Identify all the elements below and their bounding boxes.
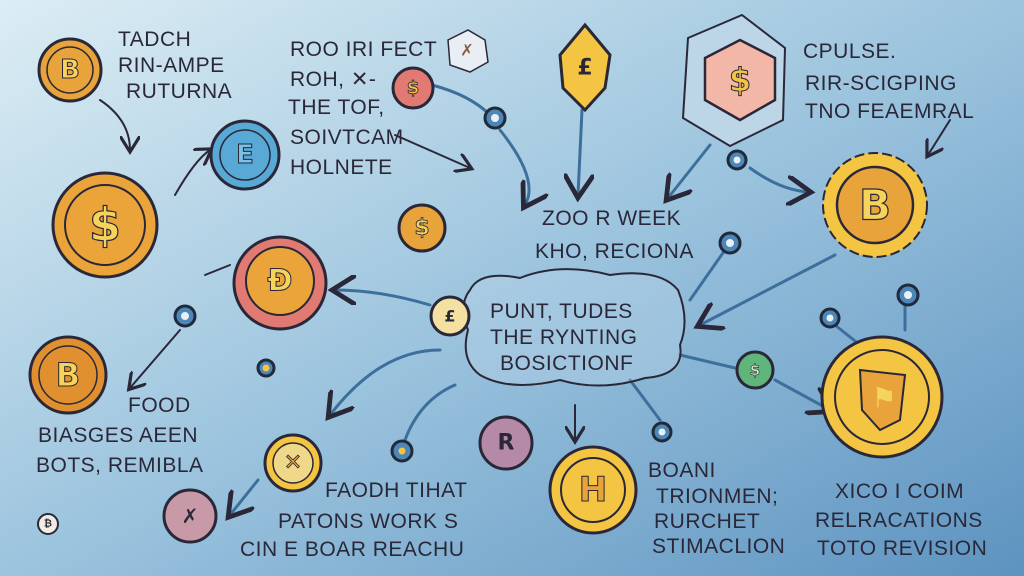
coin-dollar-small: $ [397, 203, 447, 253]
svg-text:SOIVTCAM: SOIVTCAM [290, 126, 404, 149]
small-nodes [173, 106, 920, 463]
svg-text:B: B [60, 55, 80, 85]
svg-text:⚑: ⚑ [871, 382, 896, 415]
svg-text:ZOO R WEEK: ZOO R WEEK [542, 207, 681, 230]
svg-text:BOTS, REMIBLA: BOTS, REMIBLA [36, 454, 204, 477]
svg-text:✕: ✕ [284, 451, 302, 476]
label-cloud: PUNT, TUDES THE RYNTING BOSICTIONF [490, 300, 637, 375]
coin-pink-bottom: ✗ [162, 488, 218, 544]
coin-gold-bottom: H [548, 445, 638, 535]
coin-red-large: Ð [232, 235, 328, 331]
coin-green: $ [735, 350, 775, 390]
svg-text:TNO FEAEMRAL: TNO FEAEMRAL [805, 100, 974, 123]
svg-text:$: $ [729, 61, 751, 99]
label-center: ZOO R WEEK KHO, RECIONA [535, 207, 694, 263]
coin-yellow-large: ⚑ [820, 335, 944, 459]
coin-purple: R [478, 415, 534, 471]
svg-text:FAODH TIHAT: FAODH TIHAT [325, 479, 467, 502]
svg-text:HOLNETE: HOLNETE [290, 156, 393, 179]
svg-text:$: $ [750, 361, 760, 379]
svg-text:ROO IRI FECT: ROO IRI FECT [290, 38, 437, 61]
sticker-icon: ✗ [447, 29, 489, 73]
coin-hex-gold: £ [558, 22, 612, 113]
coin-bitcoin-top-left: B [37, 37, 103, 103]
svg-text:FOOD: FOOD [128, 394, 191, 417]
svg-text:₿: ₿ [44, 518, 52, 530]
svg-text:TADCH: TADCH [118, 28, 191, 51]
label-top-center: ROO IRI FECT ROH, ✕- THE TOF, SOIVTCAM H… [288, 38, 437, 179]
label-top-right: CPULSE. RIR-SCIGPING TNO FEAEMRAL [803, 40, 974, 123]
svg-text:E: E [236, 140, 254, 170]
svg-text:XICO I COIM: XICO I COIM [835, 480, 964, 503]
svg-text:$: $ [89, 198, 121, 252]
svg-text:CPULSE.: CPULSE. [803, 40, 896, 63]
svg-text:KHO, RECIONA: KHO, RECIONA [535, 240, 694, 263]
svg-text:RIN-AMPE: RIN-AMPE [118, 54, 225, 77]
svg-text:THE TOF,: THE TOF, [288, 96, 385, 119]
svg-text:BIASGES AEEN: BIASGES AEEN [38, 424, 198, 447]
svg-text:RELRACATIONS: RELRACATIONS [815, 509, 983, 532]
svg-text:✗: ✗ [182, 504, 199, 528]
coin-tiny: ₿ [37, 513, 59, 535]
label-top-left: TADCH RIN-AMPE RUTURNA [118, 28, 232, 103]
svg-text:B: B [56, 356, 80, 394]
coin-blue: E [209, 119, 281, 191]
svg-text:£: £ [577, 56, 592, 81]
thought-cloud [462, 268, 686, 387]
svg-text:H: H [579, 470, 607, 510]
svg-text:£: £ [444, 307, 455, 326]
coin-hex-pink: $ [681, 13, 787, 148]
svg-text:RUTURNA: RUTURNA [126, 80, 232, 103]
svg-text:TOTO REVISION: TOTO REVISION [817, 537, 987, 560]
svg-text:CIN E BOAR REACHU: CIN E BOAR REACHU [240, 538, 464, 561]
label-bottom-right: XICO I COIM RELRACATIONS TOTO REVISION [815, 480, 987, 560]
coin-bitcoin-left: B [28, 335, 108, 415]
svg-text:BOANI: BOANI [648, 459, 716, 482]
svg-text:PUNT, TUDES: PUNT, TUDES [490, 300, 633, 323]
coin-cloud-small: £ [429, 295, 471, 337]
svg-text:BOSICTIONF: BOSICTIONF [500, 352, 633, 375]
coin-dollar-large: $ [51, 171, 159, 279]
svg-text:RURCHET: RURCHET [654, 510, 760, 533]
svg-text:STIMACLION: STIMACLION [652, 535, 785, 558]
svg-text:$: $ [414, 216, 429, 241]
svg-text:RIR-SCIGPING: RIR-SCIGPING [805, 72, 957, 95]
svg-text:TRIONMEN;: TRIONMEN; [656, 485, 778, 508]
badge-bitcoin-gear: B [822, 152, 928, 258]
svg-text:PATONS WORK S: PATONS WORK S [278, 510, 458, 533]
svg-text:R: R [498, 431, 515, 456]
label-bottom-center: FAODH TIHAT PATONS WORK S CIN E BOAR REA… [240, 479, 467, 561]
svg-text:ROH, ✕-: ROH, ✕- [290, 68, 376, 91]
svg-text:THE RYNTING: THE RYNTING [490, 326, 637, 349]
coin-red-small: $ [391, 66, 435, 110]
svg-text:✗: ✗ [460, 41, 473, 60]
svg-text:$: $ [407, 78, 420, 99]
connector-arrows [99, 83, 951, 515]
label-bottom-mid-right: BOANI TRIONMEN; RURCHET STIMACLION [648, 459, 785, 558]
svg-text:Ð: Ð [267, 264, 292, 299]
label-bottom-left: FOOD BIASGES AEEN BOTS, REMIBLA [36, 394, 204, 477]
svg-text:B: B [859, 181, 891, 230]
coin-x: ✕ [263, 433, 323, 493]
